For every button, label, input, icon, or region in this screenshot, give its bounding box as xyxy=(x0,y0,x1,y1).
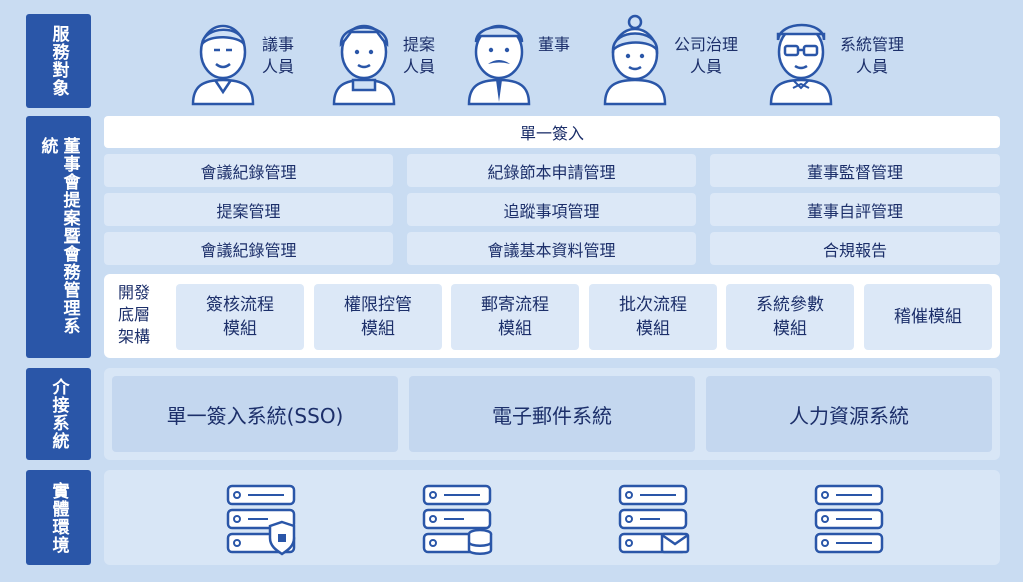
dev-foundation-panel: 開發 底層 架構 簽核流程 模組 權限控管 模組 郵寄流程 模組 批次流程 模組… xyxy=(104,274,1000,358)
interface-system-card: 電子郵件系統 xyxy=(409,376,695,452)
interface-systems-panel: 單一簽入系統(SSO) 電子郵件系統 人力資源系統 xyxy=(104,368,1000,460)
persona-label: 董事 xyxy=(538,34,570,56)
side-label-infra: 實體環境 xyxy=(26,470,91,565)
persona-admin: 系統管理 人員 xyxy=(766,14,904,108)
personas-row: 議事 人員 提案 人員 xyxy=(104,14,1000,108)
server-mail-icon xyxy=(618,484,690,554)
server-icon xyxy=(814,484,884,554)
persona-label-line1: 提案 xyxy=(403,35,436,54)
function-label: 會議紀錄管理 xyxy=(200,240,297,260)
side-label-interface-text: 介接系統 xyxy=(48,378,69,450)
interface-system-label: 單一簽入系統(SSO) xyxy=(166,403,344,428)
server-database-icon xyxy=(422,484,493,555)
function-label: 紀錄節本申請管理 xyxy=(487,162,616,182)
dev-label-line: 開發 xyxy=(118,283,151,302)
function-cell: 追蹤事項管理 xyxy=(407,193,696,226)
persona-proposal-staff: 提案 人員 xyxy=(329,14,435,108)
side-label-board-text: 董事會提案暨會務管理系統 xyxy=(37,137,80,335)
persona-director: 董事 xyxy=(464,14,570,108)
persona-label: 議事 人員 xyxy=(262,34,294,78)
interface-system-label: 電子郵件系統 xyxy=(492,403,612,428)
function-cell: 會議紀錄管理 xyxy=(104,232,393,265)
interface-system-label: 人力資源系統 xyxy=(789,403,909,428)
persona-label: 系統管理 人員 xyxy=(840,34,904,78)
persona-governance-staff: 公司治理 人員 xyxy=(600,14,738,108)
module-label-line1: 系統參數 xyxy=(756,295,824,315)
interface-system-card: 人力資源系統 xyxy=(706,376,992,452)
person-mustache-icon xyxy=(467,24,531,106)
function-label: 會議紀錄管理 xyxy=(200,162,297,182)
single-sign-on-label: 單一簽入 xyxy=(519,124,584,143)
function-label: 董事監督管理 xyxy=(806,162,903,182)
side-label-infra-text: 實體環境 xyxy=(48,481,69,554)
module-card: 稽催模組 xyxy=(864,284,992,350)
function-cell: 紀錄節本申請管理 xyxy=(407,154,696,187)
function-label: 提案管理 xyxy=(216,201,281,221)
module-label-line1: 批次流程 xyxy=(619,295,687,315)
module-card: 簽核流程 模組 xyxy=(176,284,304,350)
function-label: 董事自評管理 xyxy=(806,201,903,221)
persona-label-line2: 人員 xyxy=(403,57,436,76)
persona-label: 提案 人員 xyxy=(403,34,435,78)
dev-label-line: 架構 xyxy=(118,327,151,346)
module-label-line2: 模組 xyxy=(223,319,257,339)
module-label-line1: 稽催模組 xyxy=(894,307,962,327)
side-label-board-system: 董事會提案暨會務管理系統 xyxy=(26,116,91,358)
module-label-line1: 權限控管 xyxy=(344,295,412,315)
side-label-audience-text: 服務對象 xyxy=(48,25,69,97)
interface-system-card: 單一簽入系統(SSO) xyxy=(112,376,398,452)
dev-label-line: 底層 xyxy=(118,305,151,324)
function-cell: 會議基本資料管理 xyxy=(407,232,696,265)
persona-label-line2: 人員 xyxy=(690,57,723,76)
persona-label-line2: 人員 xyxy=(856,57,889,76)
persona-label: 公司治理 人員 xyxy=(674,34,738,78)
module-card: 批次流程 模組 xyxy=(589,284,717,350)
function-label: 會議基本資料管理 xyxy=(487,240,616,260)
module-label-line2: 模組 xyxy=(636,319,670,339)
function-cell: 董事自評管理 xyxy=(710,193,1000,226)
function-label: 合規報告 xyxy=(822,240,887,260)
module-card: 郵寄流程 模組 xyxy=(451,284,579,350)
dev-foundation-label: 開發 底層 架構 xyxy=(118,282,150,348)
persona-label-line1: 系統管理 xyxy=(840,35,905,54)
module-label-line2: 模組 xyxy=(498,319,532,339)
person-glasses-icon xyxy=(191,24,255,106)
module-card: 系統參數 模組 xyxy=(726,284,854,350)
function-cell: 會議紀錄管理 xyxy=(104,154,393,187)
function-cell: 合規報告 xyxy=(710,232,1000,265)
person-woman-icon xyxy=(603,14,667,106)
side-label-interface: 介接系統 xyxy=(26,368,91,460)
infrastructure-panel xyxy=(104,470,1000,565)
persona-label-line1: 議事 xyxy=(262,35,295,54)
persona-meeting-staff: 議事 人員 xyxy=(188,14,294,108)
server-shield-icon xyxy=(226,484,296,556)
person-admin-icon xyxy=(769,23,833,106)
module-card: 權限控管 模組 xyxy=(314,284,442,350)
function-label: 追蹤事項管理 xyxy=(503,201,600,221)
module-label-line1: 郵寄流程 xyxy=(481,295,549,315)
person-icon xyxy=(332,24,396,106)
module-label-line2: 模組 xyxy=(361,319,395,339)
persona-label-line1: 董事 xyxy=(538,35,571,54)
persona-label-line1: 公司治理 xyxy=(674,35,739,54)
module-label-line2: 模組 xyxy=(773,319,807,339)
single-sign-on-bar: 單一簽入 xyxy=(104,116,1000,148)
module-label-line1: 簽核流程 xyxy=(206,295,274,315)
side-label-audience: 服務對象 xyxy=(26,14,91,108)
persona-label-line2: 人員 xyxy=(262,57,295,76)
function-cell: 提案管理 xyxy=(104,193,393,226)
function-cell: 董事監督管理 xyxy=(710,154,1000,187)
